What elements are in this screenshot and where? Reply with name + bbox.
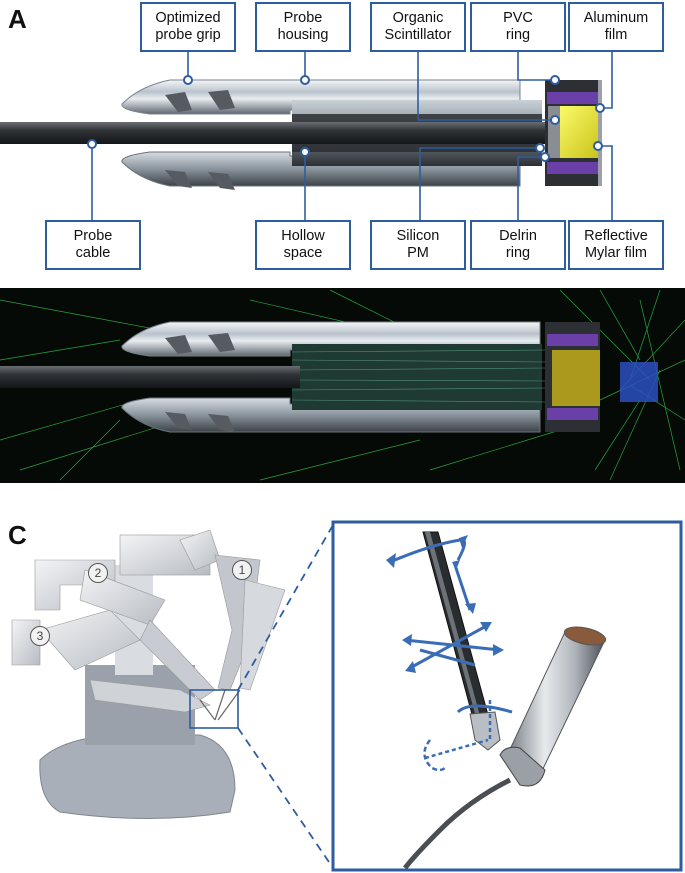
simulation-panel-b — [0, 288, 685, 483]
panel-label-a: A — [8, 4, 27, 34]
robot-arm-number-1: 1 — [232, 560, 252, 580]
callout-delrin-ring: Delrin ring — [470, 220, 566, 270]
callout-organic-scintillator: Organic Scintillator — [370, 2, 466, 52]
robot-arm-number-3: 3 — [30, 626, 50, 646]
probe-cross-section-a — [0, 79, 602, 190]
callout-pvc-ring: PVC ring — [470, 2, 566, 52]
scintillator-shape — [560, 106, 600, 158]
callout-aluminum-film: Aluminum film — [568, 2, 664, 52]
motion-arrows — [389, 538, 513, 714]
source-volume-shape — [620, 362, 658, 402]
callout-probe-cable: Probe cable — [45, 220, 141, 270]
robot-arm-number-2: 2 — [88, 563, 108, 583]
callout-hollow-space: Hollow space — [255, 220, 351, 270]
callout-silicon-pm: Silicon PM — [370, 220, 466, 270]
robot-system-c — [11, 524, 334, 869]
callout-probe-housing: Probe housing — [255, 2, 351, 52]
zoom-region-box — [189, 689, 239, 729]
zoom-inset — [331, 520, 683, 872]
callout-reflective-mylar-film: Reflective Mylar film — [568, 220, 664, 270]
leader-dots-a — [87, 75, 605, 162]
callout-optimized-probe-grip: Optimized probe grip — [140, 2, 236, 52]
panel-label-c: C — [8, 520, 27, 550]
